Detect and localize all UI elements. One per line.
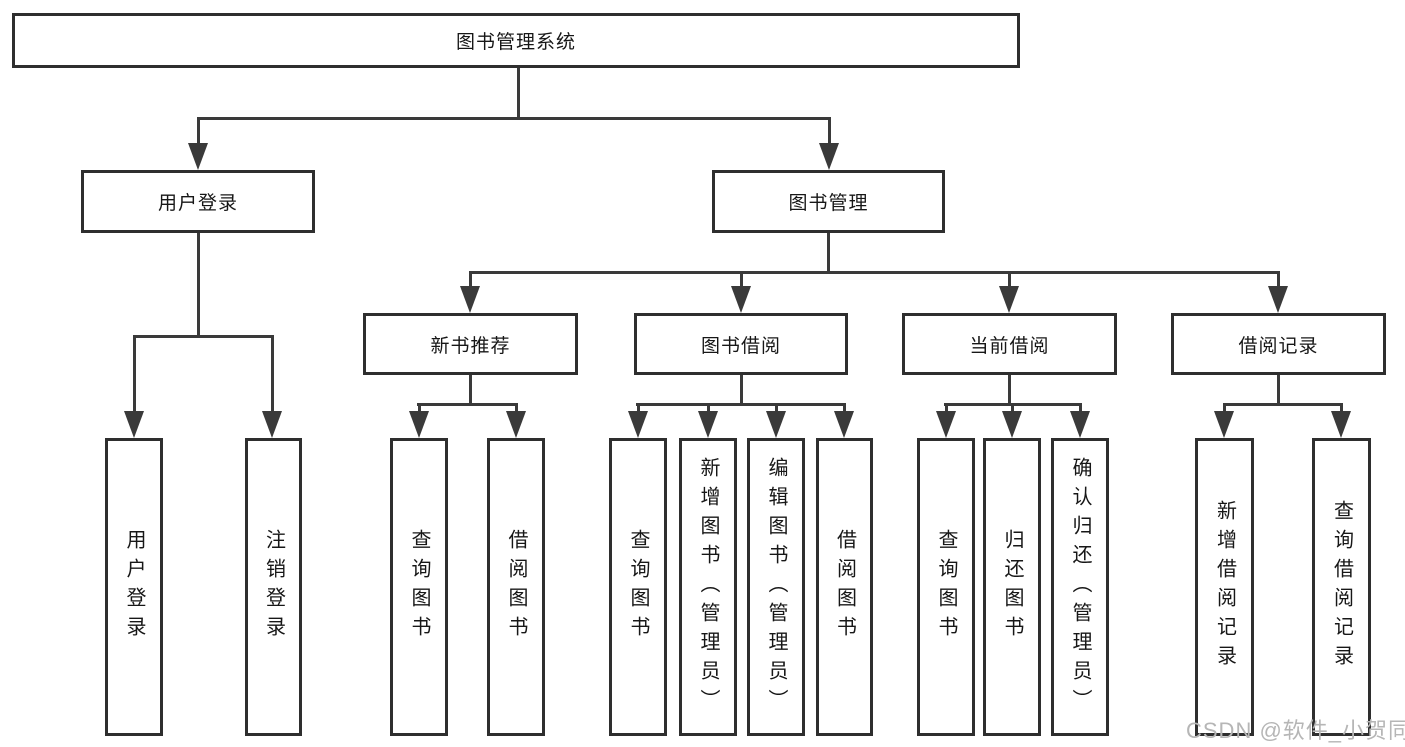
arrow-to-add-book (698, 411, 718, 438)
connector-stub-add-book (707, 403, 710, 416)
arrow-to-borrow-books-2 (834, 411, 854, 438)
connector-stub-add-borrow-record (1223, 403, 1226, 416)
node-query-books-3-label: 查询图书 (935, 529, 957, 645)
connector-stub-new-book-recommend (469, 271, 472, 288)
connector-stub-book-borrow (740, 271, 743, 288)
connector-stub-return-book (1011, 403, 1014, 416)
node-user-login-leaf-label: 用户登录 (123, 529, 145, 645)
connector-stub-query-books-1 (418, 403, 421, 416)
node-new-book-recommend-label: 新书推荐 (430, 335, 511, 357)
node-book-borrow: 图书借阅 (634, 313, 848, 375)
connector-stub-user-login (197, 117, 200, 145)
arrow-to-user-login (188, 143, 208, 170)
node-user-login: 用户登录 (81, 170, 315, 233)
node-add-borrow-record-label: 新增借阅记录 (1213, 500, 1236, 674)
node-query-borrow-record-label: 查询借阅记录 (1330, 500, 1353, 674)
arrow-to-return-book (1002, 411, 1022, 438)
arrow-to-borrow-records (1268, 286, 1288, 313)
node-borrow-books-2-label: 借阅图书 (833, 529, 856, 645)
node-borrow-books-2: 借阅图书 (816, 438, 873, 736)
connector-stub-logout (271, 335, 274, 413)
connector-level3-horizontal (469, 271, 1280, 274)
arrow-to-book-borrow (731, 286, 751, 313)
arrow-to-current-borrow (999, 286, 1019, 313)
node-book-borrow-label: 图书借阅 (700, 335, 781, 357)
arrow-to-query-borrow-record (1331, 411, 1351, 438)
node-return-book: 归还图书 (983, 438, 1041, 736)
arrow-to-book-management (819, 143, 839, 170)
arrow-to-query-books-1 (409, 411, 429, 438)
arrow-to-query-books-2 (628, 411, 648, 438)
connector-user-login-horizontal (133, 335, 274, 338)
connector-stub-query-borrow-record (1340, 403, 1343, 416)
node-user-login-label: 用户登录 (157, 193, 238, 214)
node-query-books-3: 查询图书 (917, 438, 975, 736)
connector-new-book-recommend-horizontal (417, 403, 517, 406)
node-borrow-records-label: 借阅记录 (1238, 335, 1319, 357)
node-root: 图书管理系统 (12, 13, 1020, 68)
connector-book-management-down (827, 233, 830, 273)
arrow-to-confirm-return (1070, 411, 1090, 438)
arrow-to-new-book-recommend (460, 286, 480, 313)
arrow-to-add-borrow-record (1214, 411, 1234, 438)
node-current-borrow-label: 当前借阅 (969, 335, 1050, 357)
arrow-to-user-login-leaf (124, 411, 144, 438)
node-edit-book-admin: 编辑图书（管理员） (747, 438, 805, 736)
node-query-books-1: 查询图书 (390, 438, 448, 736)
connector-current-borrow-down (1008, 375, 1011, 406)
node-borrow-books-1-label: 借阅图书 (505, 529, 527, 645)
node-new-book-recommend: 新书推荐 (363, 313, 578, 375)
arrow-to-borrow-books-1 (506, 411, 526, 438)
node-return-book-label: 归还图书 (1001, 529, 1023, 645)
connector-stub-query-books-2 (637, 403, 640, 416)
node-query-books-1-label: 查询图书 (408, 529, 430, 645)
node-confirm-return-admin-label: 确认归还（管理员） (1069, 456, 1091, 718)
arrow-to-logout (262, 411, 282, 438)
watermark: CSDN @软件_小贺同学 (1186, 718, 1405, 743)
node-book-management: 图书管理 (712, 170, 945, 233)
node-borrow-records: 借阅记录 (1171, 313, 1386, 375)
arrow-to-query-books-3 (936, 411, 956, 438)
connector-borrow-records-horizontal (1223, 403, 1343, 406)
node-root-label: 图书管理系统 (455, 32, 576, 53)
connector-stub-current-borrow (1008, 271, 1011, 288)
connector-borrow-records-down (1277, 375, 1280, 406)
connector-stub-book-management (828, 117, 831, 145)
connector-stub-edit-book (775, 403, 778, 416)
connector-book-borrow-down (740, 375, 743, 406)
connector-stub-borrow-books-1 (515, 403, 518, 416)
connector-level2-horizontal (197, 117, 831, 120)
node-query-books-2: 查询图书 (609, 438, 667, 736)
connector-stub-borrow-books-2 (843, 403, 846, 416)
connector-user-login-down (197, 233, 200, 336)
node-user-login-leaf: 用户登录 (105, 438, 163, 736)
connector-new-book-recommend-down (469, 375, 472, 406)
connector-stub-user-login-leaf (133, 335, 136, 413)
connector-stub-query-books-3 (945, 403, 948, 416)
node-logout: 注销登录 (245, 438, 302, 736)
node-borrow-books-1: 借阅图书 (487, 438, 545, 736)
node-confirm-return-admin: 确认归还（管理员） (1051, 438, 1109, 736)
connector-root-down (517, 68, 520, 118)
node-add-book-admin: 新增图书（管理员） (679, 438, 737, 736)
node-add-borrow-record: 新增借阅记录 (1195, 438, 1254, 736)
node-query-borrow-record: 查询借阅记录 (1312, 438, 1371, 736)
connector-stub-confirm-return (1079, 403, 1082, 416)
node-query-books-2-label: 查询图书 (627, 529, 649, 645)
node-book-management-label: 图书管理 (788, 193, 869, 214)
node-current-borrow: 当前借阅 (902, 313, 1117, 375)
node-logout-label: 注销登录 (262, 529, 285, 645)
connector-book-borrow-horizontal (636, 403, 845, 406)
node-add-book-admin-label: 新增图书（管理员） (697, 456, 719, 718)
node-edit-book-admin-label: 编辑图书（管理员） (765, 456, 787, 718)
arrow-to-edit-book (766, 411, 786, 438)
connector-stub-borrow-records (1277, 271, 1280, 288)
